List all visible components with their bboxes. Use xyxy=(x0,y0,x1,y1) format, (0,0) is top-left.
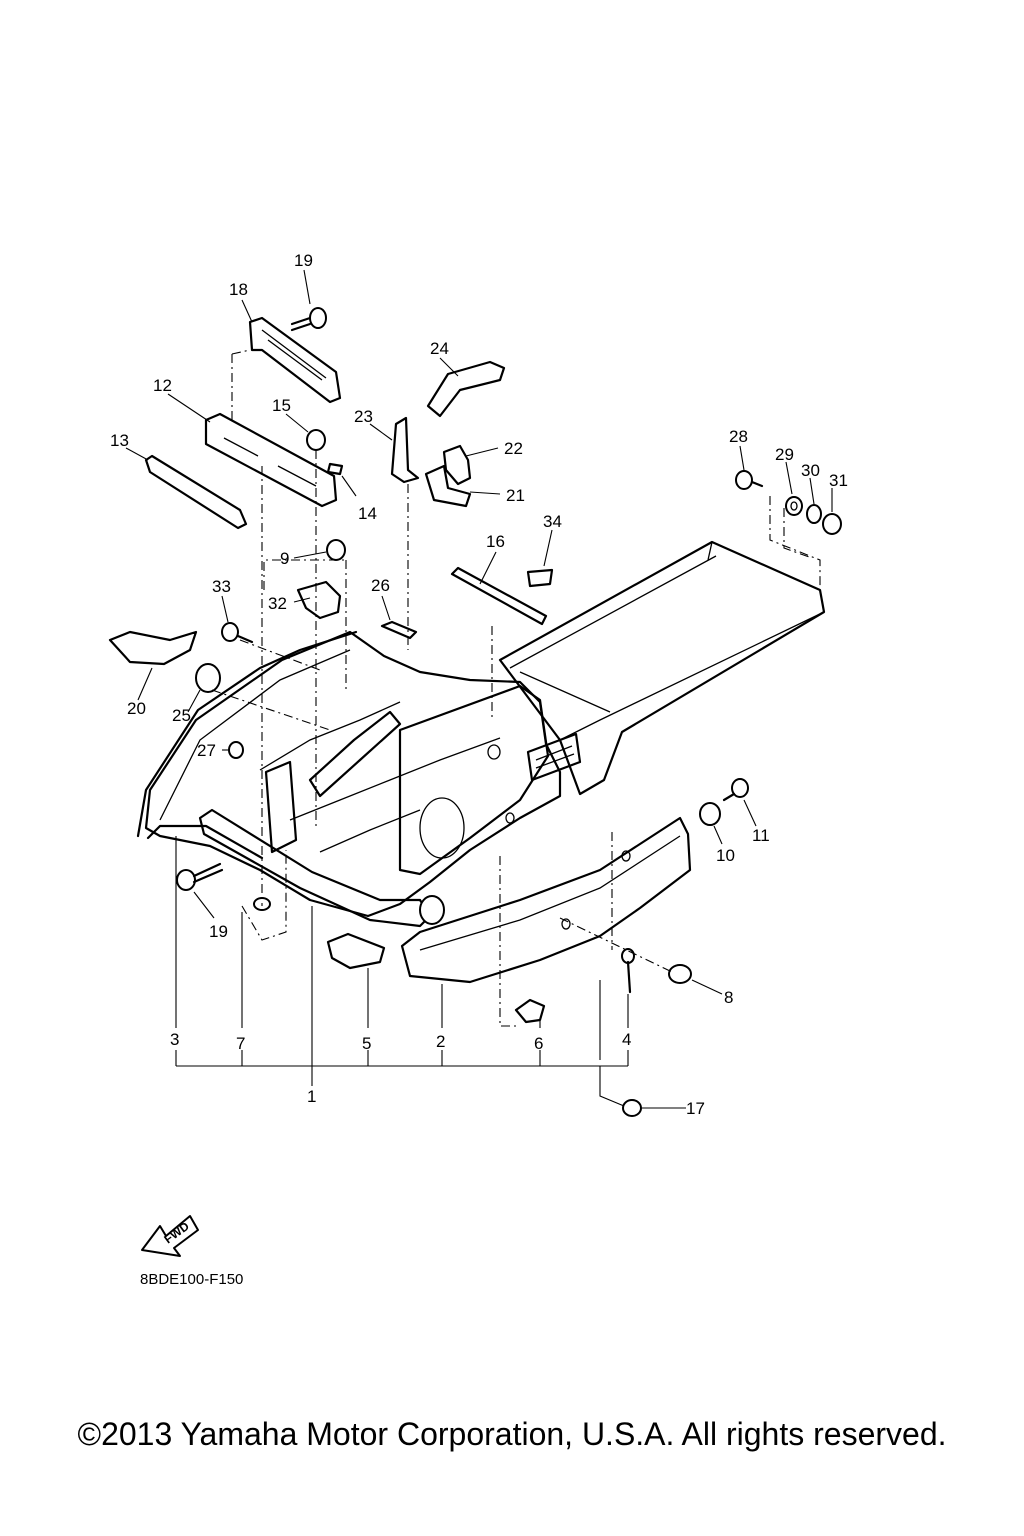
callout-2: 2 xyxy=(436,1032,445,1051)
part-18-bracket xyxy=(248,316,342,404)
part-22-block xyxy=(442,444,472,486)
part-6-clip xyxy=(514,998,546,1024)
part-17-cap xyxy=(622,1099,642,1117)
callout-30: 30 xyxy=(801,461,820,480)
part-8-cap xyxy=(668,964,692,984)
callout-32: 32 xyxy=(268,594,287,613)
part-31-nut xyxy=(822,513,842,535)
callout-9: 9 xyxy=(280,549,289,568)
callout-5: 5 xyxy=(362,1034,371,1053)
part-21-block xyxy=(424,464,472,508)
callout-24: 24 xyxy=(430,339,449,358)
callout-15: 15 xyxy=(272,396,291,415)
assembly-lines xyxy=(211,349,821,1027)
part-12-plate xyxy=(204,412,338,508)
part-10-nut xyxy=(699,802,721,826)
part-19-bolt-bottom xyxy=(176,862,224,891)
callout-labels: 19 18 24 12 15 13 23 22 21 14 28 29 30 3… xyxy=(110,251,848,1118)
callout-26: 26 xyxy=(371,576,390,595)
part-30-washer xyxy=(806,504,822,524)
part-13-strip xyxy=(144,454,248,530)
callout-33: 33 xyxy=(212,577,231,596)
diagram-code: 8BDE100-F150 xyxy=(140,1271,243,1288)
callout-23: 23 xyxy=(354,407,373,426)
callout-8: 8 xyxy=(724,988,733,1007)
part-11-bolt xyxy=(722,778,749,802)
callout-25: 25 xyxy=(172,706,191,725)
callout-11: 11 xyxy=(752,826,770,845)
callout-12: 12 xyxy=(153,376,172,395)
callout-7: 7 xyxy=(236,1034,245,1053)
part-27-plug xyxy=(228,741,244,759)
callout-27: 27 xyxy=(197,741,216,760)
callout-20: 20 xyxy=(127,699,146,718)
part-4-pin xyxy=(621,948,635,994)
callout-3: 3 xyxy=(170,1030,179,1049)
part-1-frame xyxy=(136,540,826,928)
part-26-shim xyxy=(380,620,418,640)
callout-13: 13 xyxy=(110,431,129,450)
callout-29: 29 xyxy=(775,445,794,464)
callout-22: 22 xyxy=(504,439,523,458)
callout-14: 14 xyxy=(358,504,377,523)
callout-28: 28 xyxy=(729,427,748,446)
leader-lines xyxy=(125,269,833,1109)
callout-10: 10 xyxy=(716,846,735,865)
part-15-collar xyxy=(306,429,326,451)
part-14-shim xyxy=(326,462,344,476)
part-29-washer xyxy=(785,496,803,516)
callout-34: 34 xyxy=(543,512,562,531)
callout-21: 21 xyxy=(506,486,525,505)
part-23-bracket xyxy=(390,416,420,484)
callout-18: 18 xyxy=(229,280,248,299)
callout-31: 31 xyxy=(829,471,848,490)
part-5-bracket xyxy=(326,932,386,970)
fwd-arrow-icon: FWD xyxy=(141,1215,199,1257)
callout-16: 16 xyxy=(486,532,505,551)
callout-19b: 19 xyxy=(209,922,228,941)
callout-6: 6 xyxy=(534,1034,543,1053)
part-2-side-panel xyxy=(400,816,692,984)
callout-19: 19 xyxy=(294,251,313,270)
part-28-bolt xyxy=(735,470,764,490)
callout-1: 1 xyxy=(307,1087,316,1106)
part-19-bolt-top xyxy=(290,307,327,332)
part-33-bolt xyxy=(221,622,254,644)
part-24-grip xyxy=(426,360,506,418)
callout-4: 4 xyxy=(622,1030,631,1049)
copyright-notice: ©2013 Yamaha Motor Corporation, U.S.A. A… xyxy=(77,1416,947,1452)
part-32-bracket xyxy=(296,580,342,620)
part-16-rod xyxy=(450,566,548,626)
part-9-collar xyxy=(326,539,346,561)
part-25-grommet xyxy=(195,663,221,693)
part-34-label xyxy=(526,568,554,588)
callout-17: 17 xyxy=(686,1099,705,1118)
part-20-bumper xyxy=(108,630,198,666)
